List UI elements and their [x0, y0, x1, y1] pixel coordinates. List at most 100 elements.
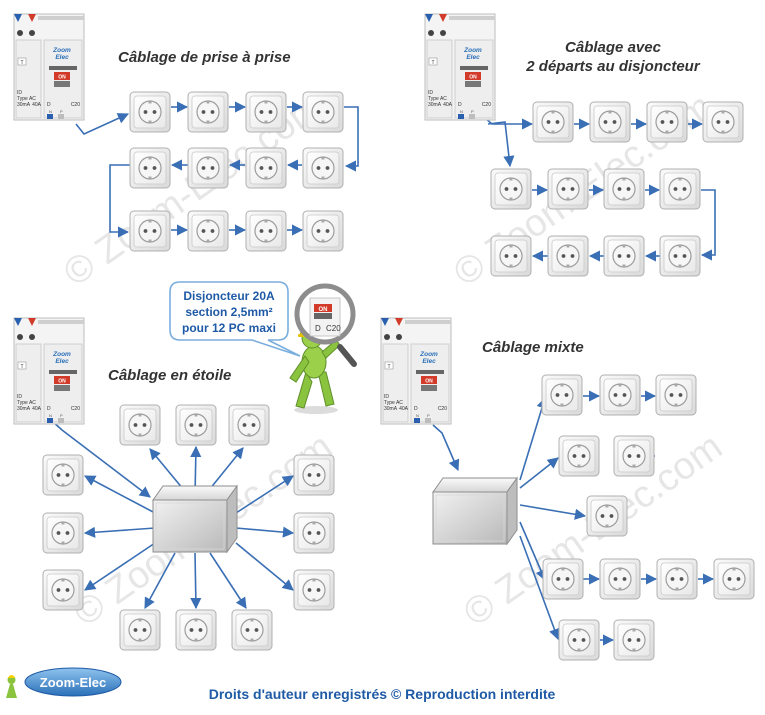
panel-terminal-p: P	[60, 413, 63, 418]
electrical-outlet-icon	[490, 168, 532, 210]
speech-bubble: Disjoncteur 20A section 2,5mm² pour 12 P…	[169, 281, 301, 357]
wiring-arrow	[235, 542, 294, 591]
electrical-outlet-icon	[231, 609, 273, 651]
electrical-outlet-icon	[656, 558, 698, 600]
panel-id-label: ID	[428, 90, 433, 96]
panel-test-label: T	[20, 60, 23, 66]
panel-rating-breaker: C20	[71, 102, 80, 108]
electrical-outlet-icon	[228, 404, 270, 446]
electrical-outlet-icon	[613, 619, 655, 661]
panel-brand-line2: Elec	[55, 358, 69, 365]
electrical-outlet-icon	[302, 91, 344, 133]
electrical-outlet-icon	[589, 101, 631, 143]
title-deux-departs-line2: 2 départs au disjoncteur	[525, 58, 701, 75]
panel-rating-id: 40A	[443, 102, 453, 108]
panel-rating-breaker: C20	[438, 406, 447, 412]
panel-terminal-n: N	[49, 109, 52, 114]
panel-type-label: Type AC	[17, 96, 36, 102]
zoom-elec-logo-icon: Zoom-Elec	[6, 667, 122, 698]
title-etoile: Câblage en étoile	[108, 367, 231, 384]
magnifier-curve: D	[315, 324, 321, 333]
magnifier-icon: ON D C20	[294, 283, 357, 367]
panel-curve: D	[47, 406, 51, 412]
wiring-arrow	[700, 189, 716, 261]
panel-terminal-n: N	[460, 109, 463, 114]
panel-brand-line1: Zoom	[52, 47, 71, 54]
panel-sensitivity: 30mA	[384, 406, 398, 412]
panel-terminal-n: N	[416, 413, 419, 418]
panel-on-label: ON	[58, 379, 66, 385]
panel-brand-line2: Elec	[422, 358, 436, 365]
magnifier-on-label: ON	[319, 307, 328, 313]
panel-curve: D	[458, 102, 462, 108]
electrical-outlet-icon	[659, 168, 701, 210]
panel-id-label: ID	[17, 394, 22, 400]
panel-curve: D	[414, 406, 418, 412]
electrical-outlet-icon	[175, 404, 217, 446]
title-deux-departs-line1: Câblage avec	[565, 39, 662, 56]
wiring-arrows	[51, 101, 716, 646]
electrical-outlet-icon	[129, 147, 171, 189]
wiring-arrow	[190, 552, 202, 610]
panel-rating-id: 40A	[32, 406, 42, 412]
electrical-outlet-icon	[558, 619, 600, 661]
electrical-outlet-icon	[599, 558, 641, 600]
electrical-outlet-icon	[558, 435, 600, 477]
electrical-outlet-icon	[245, 210, 287, 252]
panel-brand-line2: Elec	[466, 54, 480, 61]
wiring-arrow	[432, 424, 460, 472]
panel-sensitivity: 30mA	[428, 102, 442, 108]
junction-box-layer	[152, 477, 518, 553]
electrical-outlet-icon	[42, 454, 84, 496]
wiring-arrow	[209, 552, 247, 609]
panel-test-label: T	[387, 364, 390, 370]
wiring-arrow	[519, 535, 560, 641]
electrical-outlet-icon	[702, 101, 744, 143]
panel-type-label: Type AC	[384, 400, 403, 406]
wiring-arrow	[519, 521, 547, 582]
bubble-line-3: pour 12 PC maxi	[182, 321, 276, 335]
panel-terminal-p: P	[427, 413, 430, 418]
electrical-outlet-icon	[599, 374, 641, 416]
bubble-line-1: Disjoncteur 20A	[183, 289, 275, 303]
electrical-outlet-icon	[293, 512, 335, 554]
electrical-outlet-icon	[293, 454, 335, 496]
electrical-outlet-icon	[646, 101, 688, 143]
panel-terminal-n: N	[49, 413, 52, 418]
panel-rating-id: 40A	[399, 406, 409, 412]
panel-id-label: ID	[384, 394, 389, 400]
panel-rating-breaker: C20	[71, 406, 80, 412]
panel-on-label: ON	[58, 75, 66, 81]
electrical-outlet-icon	[713, 558, 755, 600]
electrical-outlet-icon	[175, 609, 217, 651]
electrical-outlet-icon	[659, 235, 701, 277]
electrical-outlet-icon	[119, 404, 161, 446]
wiring-arrow	[519, 396, 548, 481]
panel-rating-breaker: C20	[482, 102, 491, 108]
electrical-outlet-icon	[302, 147, 344, 189]
bubble-line-2: section 2,5mm²	[185, 305, 272, 319]
panel-id-label: ID	[17, 90, 22, 96]
electrical-outlet-icon	[129, 91, 171, 133]
panel-curve: D	[47, 102, 51, 108]
electrical-outlet-icon	[603, 235, 645, 277]
magnifier-rating: C20	[326, 324, 341, 333]
panel-rating-id: 40A	[32, 102, 42, 108]
electrical-outlet-icon	[187, 210, 229, 252]
panel-sensitivity: 30mA	[17, 102, 31, 108]
wiring-arrow	[75, 113, 130, 135]
electrical-outlet-icon	[245, 147, 287, 189]
junction-box-icon	[152, 485, 238, 553]
electrical-outlet-icon	[542, 558, 584, 600]
wiring-arrow	[84, 542, 156, 591]
electrical-outlet-icon	[586, 495, 628, 537]
electrical-outlet-icon	[532, 101, 574, 143]
panel-brand-line2: Elec	[55, 54, 69, 61]
footer-copyright: Droits d'auteur enregistrés © Reproducti…	[209, 686, 556, 702]
wiring-arrow	[235, 475, 294, 514]
electrical-outlet-icon	[603, 168, 645, 210]
